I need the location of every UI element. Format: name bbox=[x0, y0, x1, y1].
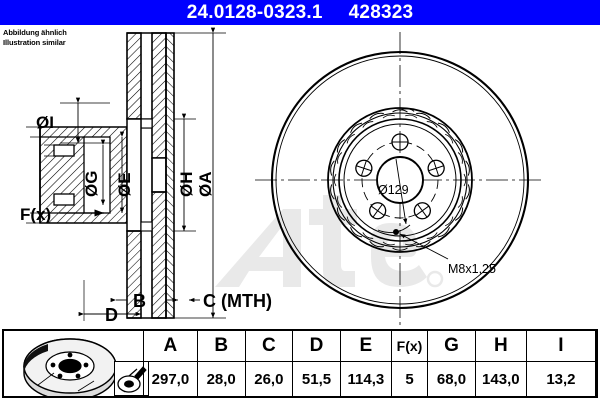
table-header-i: I bbox=[525, 330, 597, 362]
illustration-notice: Abbildung ähnlich Illustration similar bbox=[3, 28, 67, 49]
label-diameter-a: ØA bbox=[196, 172, 215, 198]
drawing-canvas: ØI ØG ØE ØH ØA F(x) B C (MTH) D bbox=[0, 25, 600, 325]
table-value-a: 297,0 bbox=[143, 361, 198, 397]
table-header-e: E bbox=[339, 330, 392, 362]
label-c-mth: C (MTH) bbox=[203, 291, 272, 311]
notice-line-de: Abbildung ähnlich bbox=[3, 28, 67, 37]
outer-disc-inner-edge bbox=[275, 55, 525, 305]
part-number: 24.0128-0323.1 bbox=[186, 2, 323, 23]
center-bore-label: Ø129 bbox=[378, 183, 409, 197]
table-header-a: A bbox=[143, 330, 198, 362]
table-value-b: 28,0 bbox=[196, 361, 246, 397]
cross-section-view bbox=[39, 32, 175, 319]
cooling-vanes bbox=[330, 108, 470, 251]
table-value-g: 68,0 bbox=[427, 361, 476, 397]
vane-ring-mid bbox=[332, 112, 468, 248]
section-lower-friction-ring bbox=[126, 191, 167, 319]
table-header-h: H bbox=[474, 330, 527, 362]
table-header-c: C bbox=[244, 330, 294, 362]
header-bar: 24.0128-0323.1 428323 bbox=[0, 0, 600, 25]
specification-table: A B C D E F(x) G H I 297,0 28,0 26,0 51,… bbox=[143, 330, 597, 397]
label-b: B bbox=[133, 291, 146, 311]
label-fx: F(x) bbox=[20, 205, 51, 224]
table-header-row: A B C D E F(x) G H I bbox=[143, 330, 597, 362]
table-value-i: 13,2 bbox=[525, 361, 597, 397]
reference-number: 428323 bbox=[348, 2, 414, 23]
table-header-g: G bbox=[427, 330, 476, 362]
outer-disc-circle bbox=[270, 50, 530, 310]
bolt-circle bbox=[361, 141, 439, 219]
bolt-holes bbox=[355, 133, 445, 220]
table-value-row: 297,0 28,0 26,0 51,5 114,3 5 68,0 143,0 … bbox=[143, 361, 597, 397]
vane-ring-outer bbox=[327, 107, 473, 253]
brake-disc-3d-icon bbox=[23, 338, 117, 396]
thread-label: M8x1,25 bbox=[448, 262, 496, 276]
label-diameter-e: ØE bbox=[115, 172, 134, 197]
table-value-h: 143,0 bbox=[474, 361, 527, 397]
dimension-lines bbox=[26, 27, 226, 321]
label-diameter-i: ØI bbox=[36, 113, 54, 132]
label-d: D bbox=[105, 305, 118, 325]
drawing-svg: ØI ØG ØE ØH ØA F(x) B C (MTH) D bbox=[20, 27, 545, 325]
table-value-e: 114,3 bbox=[339, 361, 392, 397]
table-value-fx: 5 bbox=[390, 361, 429, 397]
center-bore bbox=[376, 156, 424, 204]
table-value-d: 51,5 bbox=[292, 361, 341, 397]
table-header-b: B bbox=[196, 330, 246, 362]
table-header-d: D bbox=[292, 330, 341, 362]
label-diameter-h: ØH bbox=[177, 172, 196, 198]
label-diameter-g: ØG bbox=[82, 171, 101, 197]
notice-line-en: Illustration similar bbox=[3, 38, 66, 48]
section-hub-flange bbox=[39, 126, 128, 224]
table-value-c: 26,0 bbox=[244, 361, 294, 397]
specification-table-frame: A B C D E F(x) G H I 297,0 28,0 26,0 51,… bbox=[2, 329, 598, 398]
table-header-fx: F(x) bbox=[390, 330, 429, 362]
front-view: Ø129 M8x1,25 bbox=[255, 32, 545, 325]
thread-marker bbox=[393, 229, 449, 260]
vane-ring-inner bbox=[338, 118, 462, 242]
